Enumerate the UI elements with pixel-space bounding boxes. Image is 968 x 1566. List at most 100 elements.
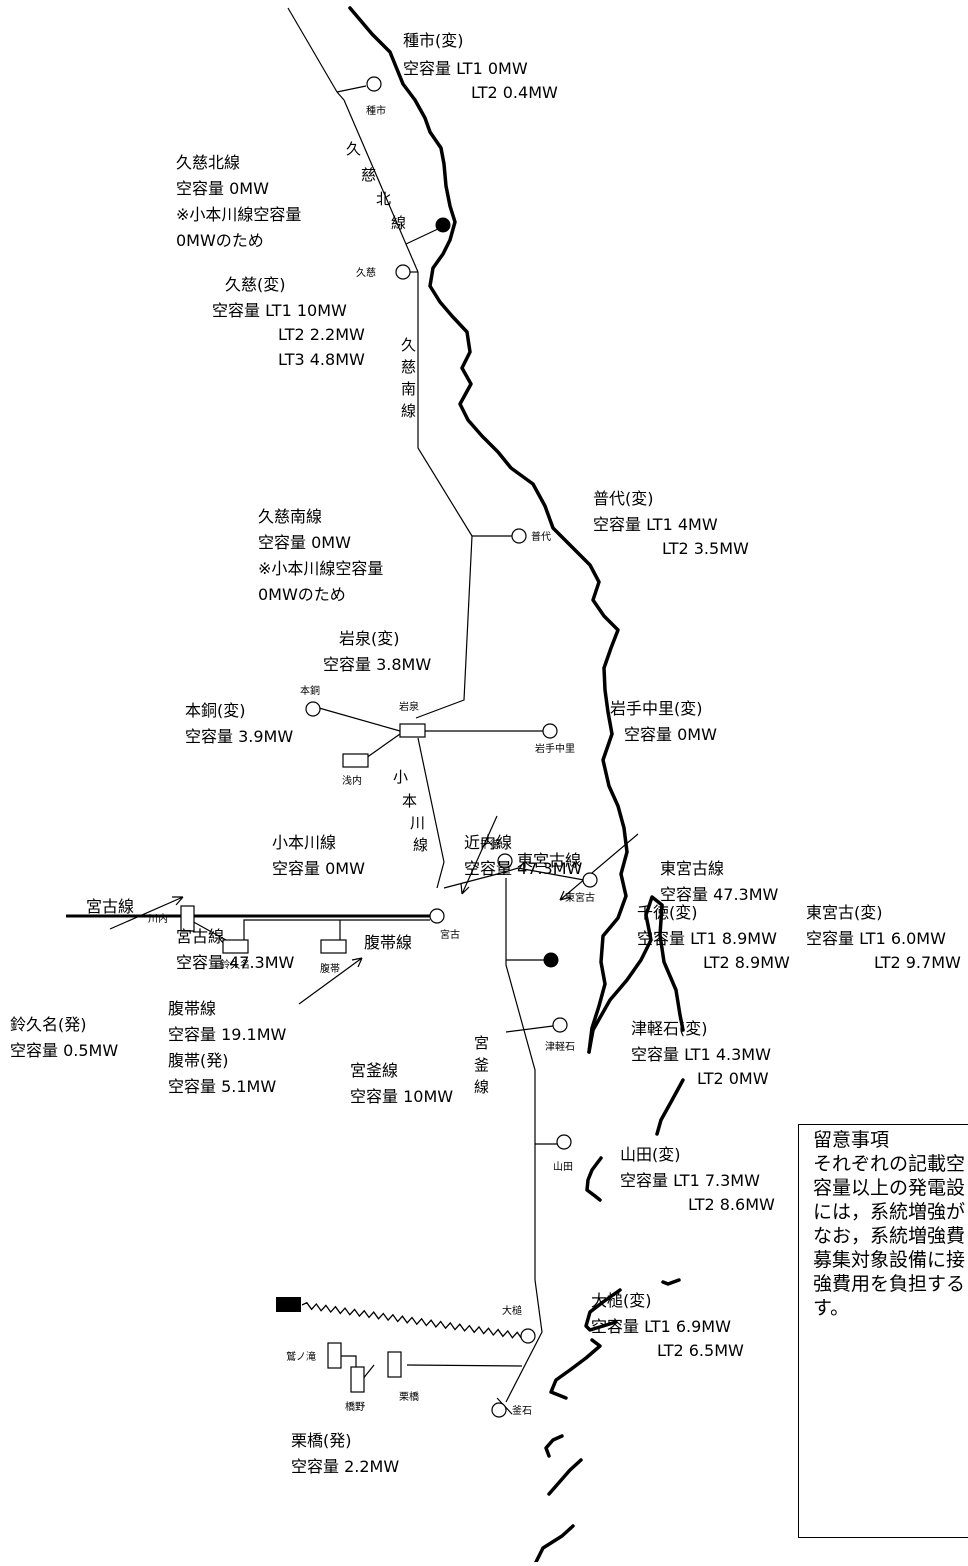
tsugaruishi-node[interactable] (552, 1017, 568, 1033)
chikanai-cap: 空容量 47.3MW (464, 859, 583, 878)
asanai-node[interactable] (342, 753, 369, 768)
sentoku-cap2: LT2 8.9MW (703, 953, 790, 972)
iwatenakasato-node[interactable] (542, 723, 558, 739)
miyakama-cap: 空容量 10MW (350, 1087, 453, 1106)
kurihashi-line (340, 1355, 523, 1381)
notes-line: 募集対象設備に接 (813, 1249, 966, 1271)
hara-node[interactable] (320, 939, 347, 954)
node-label-kurihashi: 栗橋 (399, 1390, 419, 1403)
fudai-cap1: 空容量 LT1 4MW (593, 515, 718, 534)
notes-line: それぞれの記載空 (813, 1153, 966, 1175)
hara-line-name: 腹帯線 (168, 999, 216, 1018)
hara-gen-cap: 空容量 5.1MW (168, 1077, 276, 1096)
kuji-cap2: LT2 2.2MW (278, 325, 365, 344)
tanechi-node[interactable] (366, 76, 382, 92)
notes-box: 留意事項 それぞれの記載空 容量以上の発電設 には，系統増強が なお，系統増強費… (798, 1124, 968, 1538)
higashimiyako-line-cap: 空容量 47.3MW (660, 885, 779, 904)
hara-line-cap: 空容量 19.1MW (168, 1025, 287, 1044)
kujiminami-cap: 空容量 0MW (258, 533, 351, 552)
node-labels: 種市 久慈 普代 本銅 岩泉 岩手中里 浅内 千徳 東宮古 宮古 川内 鈴久名 … (148, 104, 595, 1417)
vertical-label-char: 南 (401, 380, 416, 398)
node-label-tsugaruishi: 津軽石 (545, 1041, 575, 1053)
node-label-kamaishi: 釜石 (512, 1404, 532, 1417)
iwatenakasato-name: 岩手中里(変) (610, 699, 703, 718)
otsuchi-node[interactable] (520, 1328, 536, 1344)
yamada-node[interactable] (556, 1134, 572, 1150)
vertical-label-char: 慈 (361, 166, 376, 184)
hara-gen-name: 腹帯(発) (168, 1051, 229, 1070)
node-label-kawauchi: 川内 (148, 912, 168, 925)
kurihashi-cap: 空容量 2.2MW (291, 1457, 399, 1476)
vertical-label-char: 線 (413, 836, 428, 854)
node-label-asanai: 浅内 (342, 774, 362, 787)
coastline (348, 6, 685, 1564)
iwaizumi-cap: 空容量 3.8MW (323, 655, 431, 674)
kujikita-line (343, 99, 419, 273)
node-label-hara: 腹帯 (320, 962, 340, 975)
chikanai-line (436, 861, 445, 889)
vertical-label-char: 久 (346, 140, 361, 158)
tsugaruishi-cap2: LT2 0MW (697, 1069, 769, 1088)
kuji-node[interactable] (395, 264, 411, 280)
higashimiyako-sub-cap2: LT2 9.7MW (874, 953, 961, 972)
tsugaruishi-name: 津軽石(変) (631, 1019, 708, 1038)
higashimiyako-line-name: 東宮古線 (660, 859, 724, 878)
tanechi-cap2: LT2 0.4MW (471, 83, 558, 102)
black-dot-south (543, 952, 559, 968)
hondo-name: 本銅(変) (185, 701, 246, 720)
otsuchi-cap1: 空容量 LT1 6.9MW (591, 1317, 731, 1336)
fudai-node[interactable] (511, 528, 527, 544)
kujikita-gen-link (405, 227, 441, 245)
fudai-cap2: LT2 3.5MW (662, 539, 749, 558)
chikanai-name: 近内線 (464, 833, 512, 852)
black-gen-block (276, 1297, 301, 1312)
node-label-tanechi: 種市 (366, 104, 386, 117)
higashimiyako-sub-name: 東宮古(変) (806, 903, 883, 922)
vertical-label-char: 久 (401, 336, 416, 354)
iwaizumi-feeder (415, 535, 473, 719)
sentoku-node[interactable] (497, 853, 513, 869)
miyako-line-cap: 空容量 47.3MW (176, 953, 295, 972)
miyako-higashi-link (443, 867, 585, 889)
tsugaruishi-cap1: 空容量 LT1 4.3MW (631, 1045, 771, 1064)
vertical-label-char: 慈 (401, 358, 416, 376)
kawauchi-node[interactable] (180, 905, 195, 932)
suzukuna-cap: 空容量 0.5MW (10, 1041, 118, 1060)
hashino-node[interactable] (350, 1366, 365, 1393)
vertical-label-kujiminami: 久慈南線 (401, 336, 416, 420)
capacity-labels: 種市(変) 空容量 LT1 0MW LT2 0.4MW 久慈北線 空容量 0MW… (10, 31, 961, 1476)
vertical-label-kujikita: 久慈北線 (346, 140, 406, 232)
node-label-kuji: 久慈 (356, 266, 376, 279)
black-dot-north (435, 217, 451, 233)
suzukuna-name: 鈴久名(発) (10, 1015, 87, 1034)
node-label-iwaizumi: 岩泉 (399, 700, 419, 713)
notes-title: 留意事項 (813, 1129, 890, 1151)
tanechi-name: 種市(変) (403, 31, 464, 50)
kujiminami-line (417, 272, 473, 537)
yamada-cap2: LT2 8.6MW (688, 1195, 775, 1214)
higashimiyako-line-map-label: 東宮古線 (517, 851, 581, 870)
tanechi-cap1: 空容量 LT1 0MW (403, 59, 528, 78)
miyako-node[interactable] (429, 908, 445, 924)
vertical-label-char: 宮 (474, 1034, 489, 1052)
node-label-fudai: 普代 (531, 530, 551, 543)
hondo-cap: 空容量 3.9MW (185, 727, 293, 746)
vertical-label-char: 線 (391, 214, 406, 232)
kurihashi-node[interactable] (387, 1351, 402, 1378)
otsuchi-cap2: LT2 6.5MW (657, 1341, 744, 1360)
fudai-name: 普代(変) (593, 489, 654, 508)
miyako-line-name: 宮古線 (176, 927, 224, 946)
node-label-otsuchi: 大槌 (502, 1304, 522, 1317)
hondo-node[interactable] (305, 701, 321, 717)
vertical-label-char: 小 (393, 768, 408, 786)
higashimiyako-node[interactable] (582, 872, 598, 888)
kamaishi-node[interactable] (491, 1402, 507, 1418)
suzukuna-node[interactable] (222, 939, 249, 954)
notes-line: 強費用を負担する (813, 1273, 966, 1295)
washinotaki-node[interactable] (327, 1342, 342, 1369)
tanechi-line (287, 7, 367, 101)
iwaizumi-node[interactable] (399, 723, 426, 738)
kujikita-note2: 0MWのため (176, 231, 264, 250)
